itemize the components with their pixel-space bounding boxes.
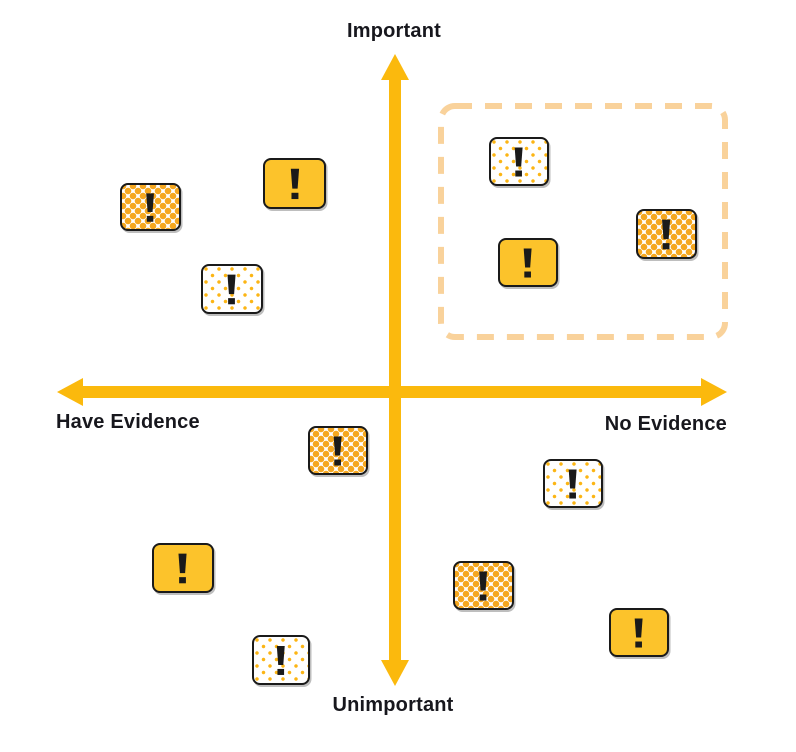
risk-marker-dense [120, 183, 181, 231]
exclamation-icon [635, 618, 643, 648]
axis-label-important: Important [346, 20, 442, 42]
exclamation-icon [277, 645, 285, 675]
risk-marker-sparse [252, 635, 310, 685]
exclamation-icon [334, 436, 342, 466]
risk-marker-dense [308, 426, 368, 475]
risk-marker-sparse [489, 137, 549, 186]
exclamation-icon [524, 248, 532, 278]
risk-marker-sparse [201, 264, 263, 314]
risk-marker-dense [453, 561, 514, 610]
axis-label-no-evidence: No Evidence [604, 413, 727, 435]
exclamation-icon [227, 274, 237, 305]
exclamation-icon [569, 469, 577, 499]
exclamation-icon [178, 553, 188, 584]
risk-marker-dense [636, 209, 697, 259]
axis-label-have-evidence: Have Evidence [56, 411, 200, 433]
risk-marker-solid [263, 158, 326, 209]
exclamation-icon [146, 193, 155, 222]
exclamation-icon [290, 168, 299, 199]
exclamation-icon [515, 147, 523, 177]
axis-label-unimportant: Unimportant [332, 694, 454, 716]
risk-marker-solid [609, 608, 669, 657]
exclamation-icon [662, 219, 671, 250]
risk-marker-solid [498, 238, 558, 287]
exclamation-icon [479, 571, 488, 601]
risk-marker-solid [152, 543, 214, 593]
risk-marker-sparse [543, 459, 603, 508]
